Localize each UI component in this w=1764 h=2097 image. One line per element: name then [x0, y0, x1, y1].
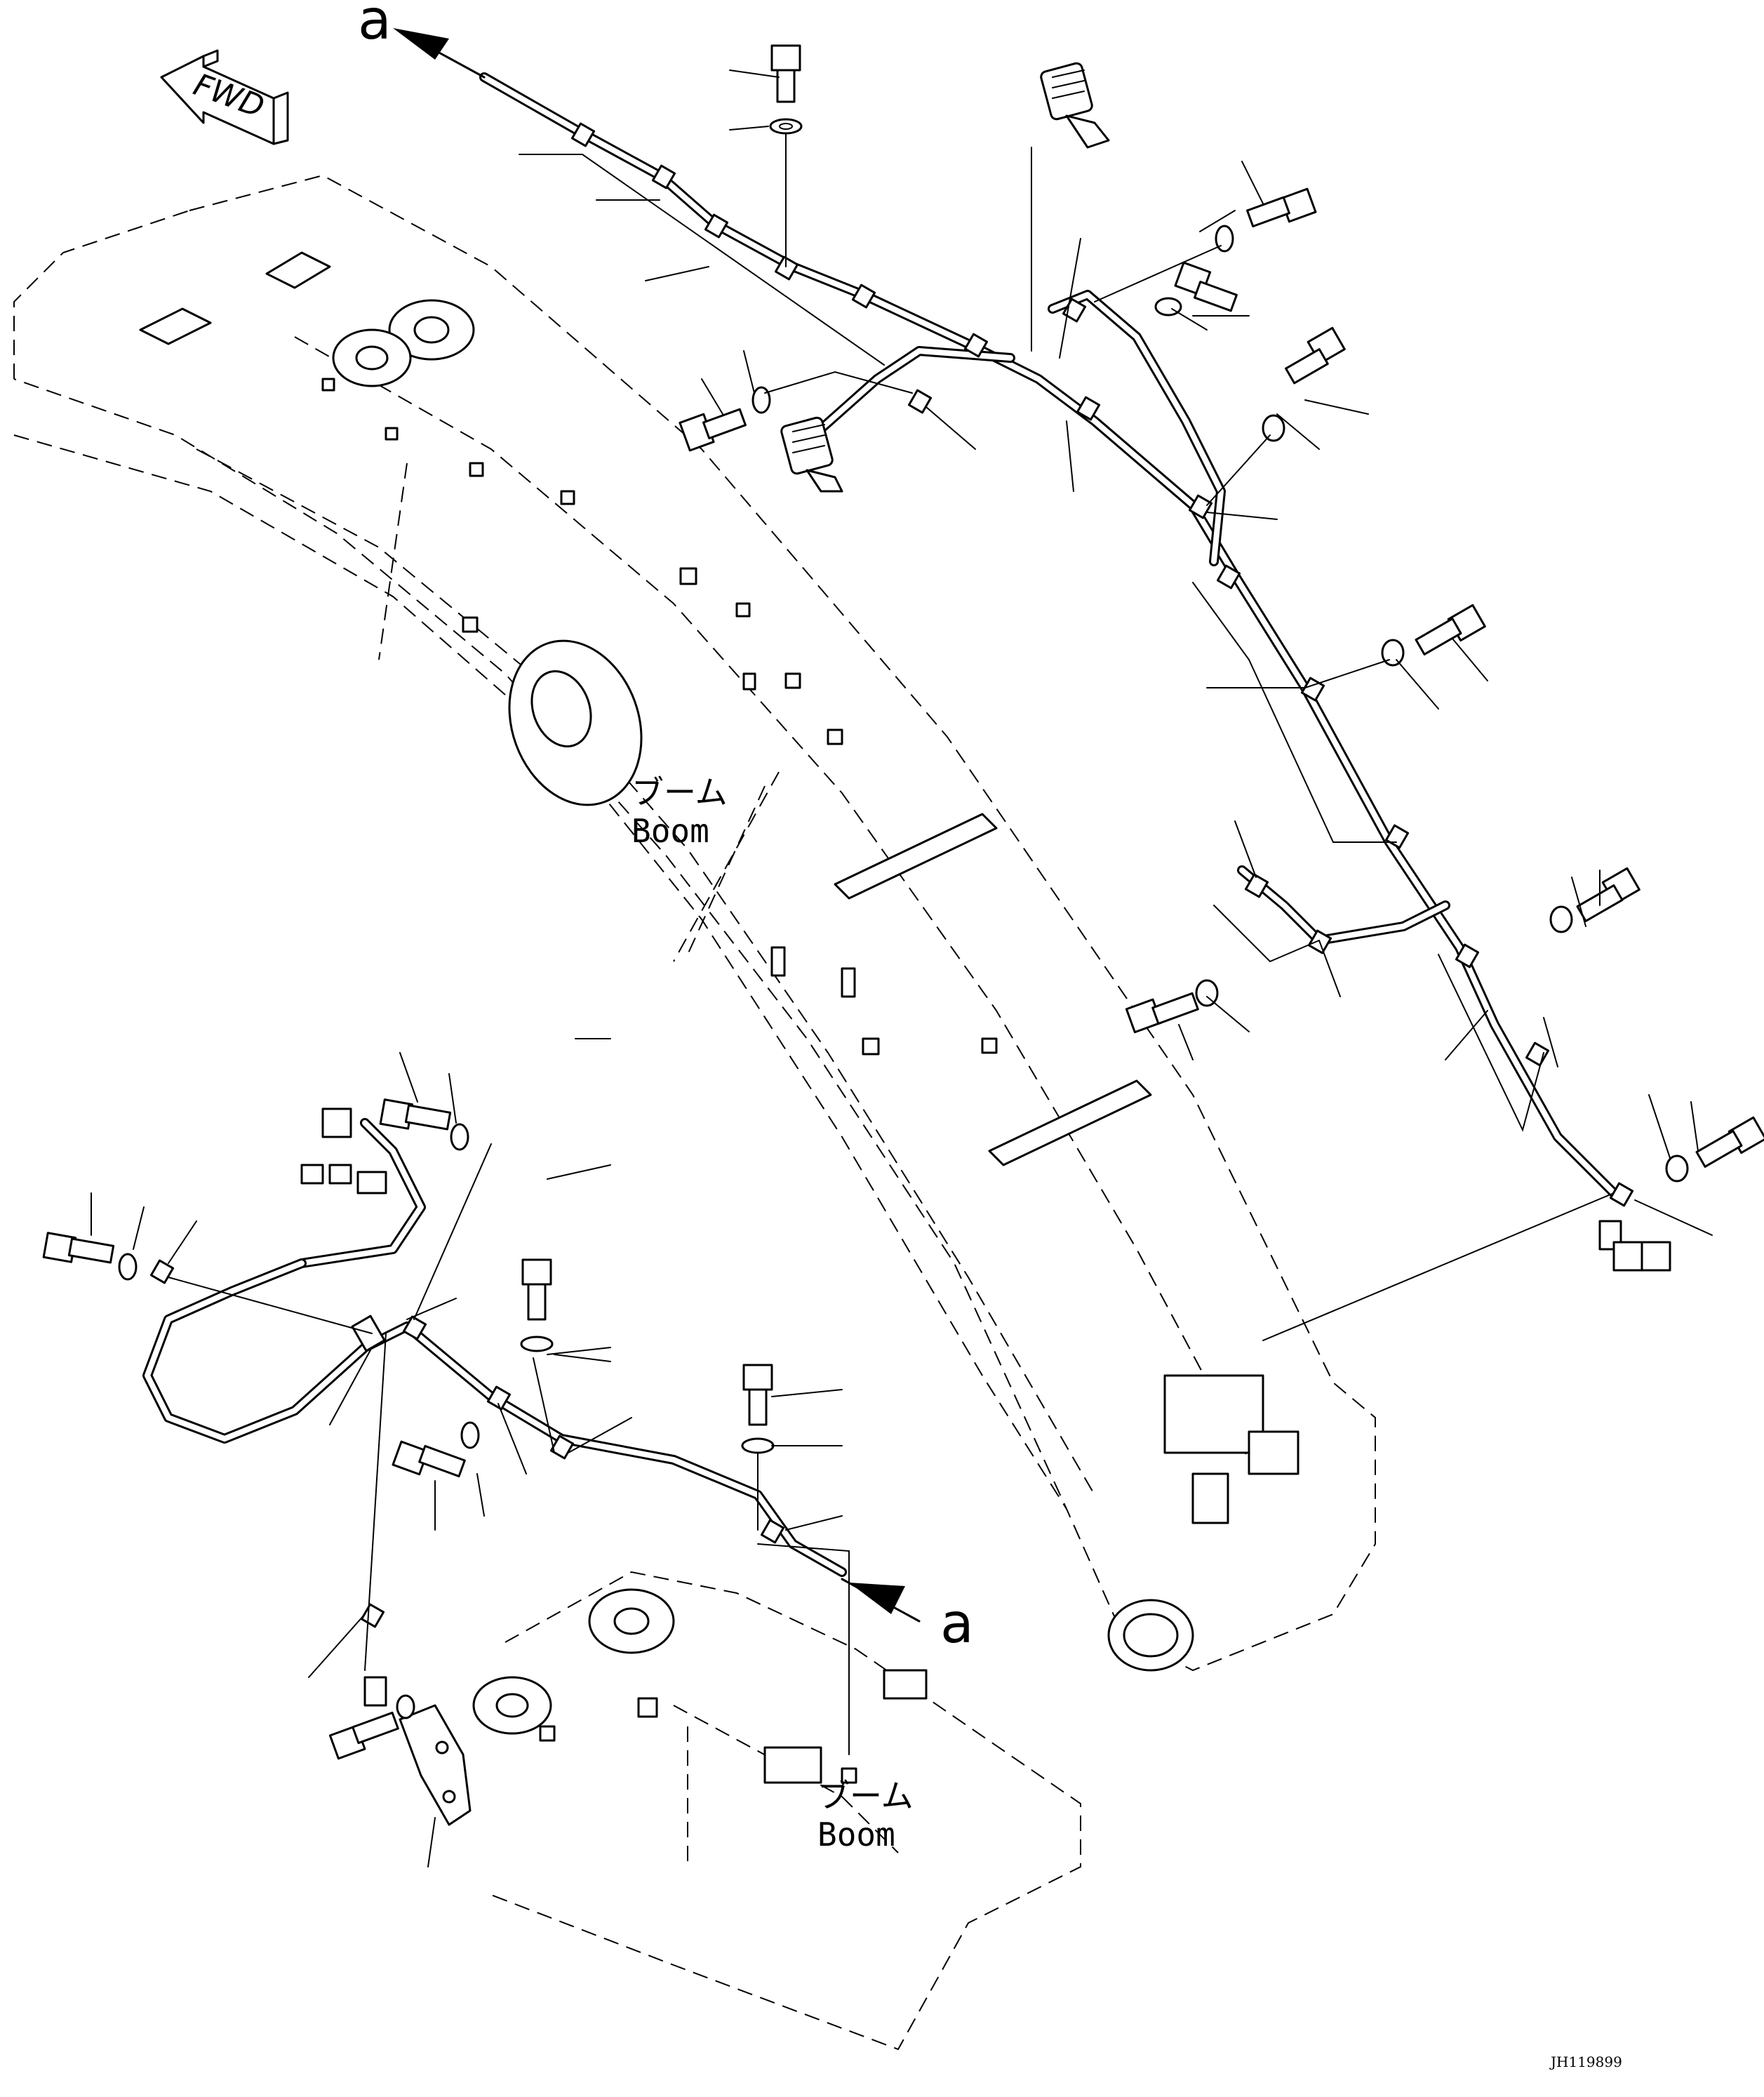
upper-boom — [13, 174, 1376, 1672]
lower-boom — [472, 1571, 1081, 2051]
upper-harness — [479, 72, 1619, 1198]
drawing-code: JH119899 — [1549, 2053, 1622, 2070]
lower-harness — [142, 1118, 847, 1577]
fwd-arrow: FWD — [160, 49, 289, 145]
view-label-top: a — [358, 0, 392, 52]
view-label-bottom: a — [940, 1592, 974, 1656]
bolts-washers — [42, 44, 1764, 1760]
boom-label-en-lower: Boom — [817, 1816, 895, 1853]
boom-label-jp-upper: ブーム — [632, 773, 728, 811]
boom-label-en-upper: Boom — [632, 812, 709, 850]
work-lamp-lower — [780, 416, 843, 493]
harness-clamps — [149, 122, 1634, 1628]
tip-connectors — [1598, 1220, 1671, 1272]
boom-label-jp-lower: ブーム — [817, 1777, 914, 1815]
work-lamp-upper — [1040, 62, 1110, 149]
lower-connectors — [300, 1107, 472, 1826]
boom-fittings — [321, 378, 998, 1056]
leader-lines — [91, 69, 1713, 1868]
view-arrow-top: a — [358, 0, 486, 79]
view-arrow-bottom: a — [841, 1578, 974, 1656]
